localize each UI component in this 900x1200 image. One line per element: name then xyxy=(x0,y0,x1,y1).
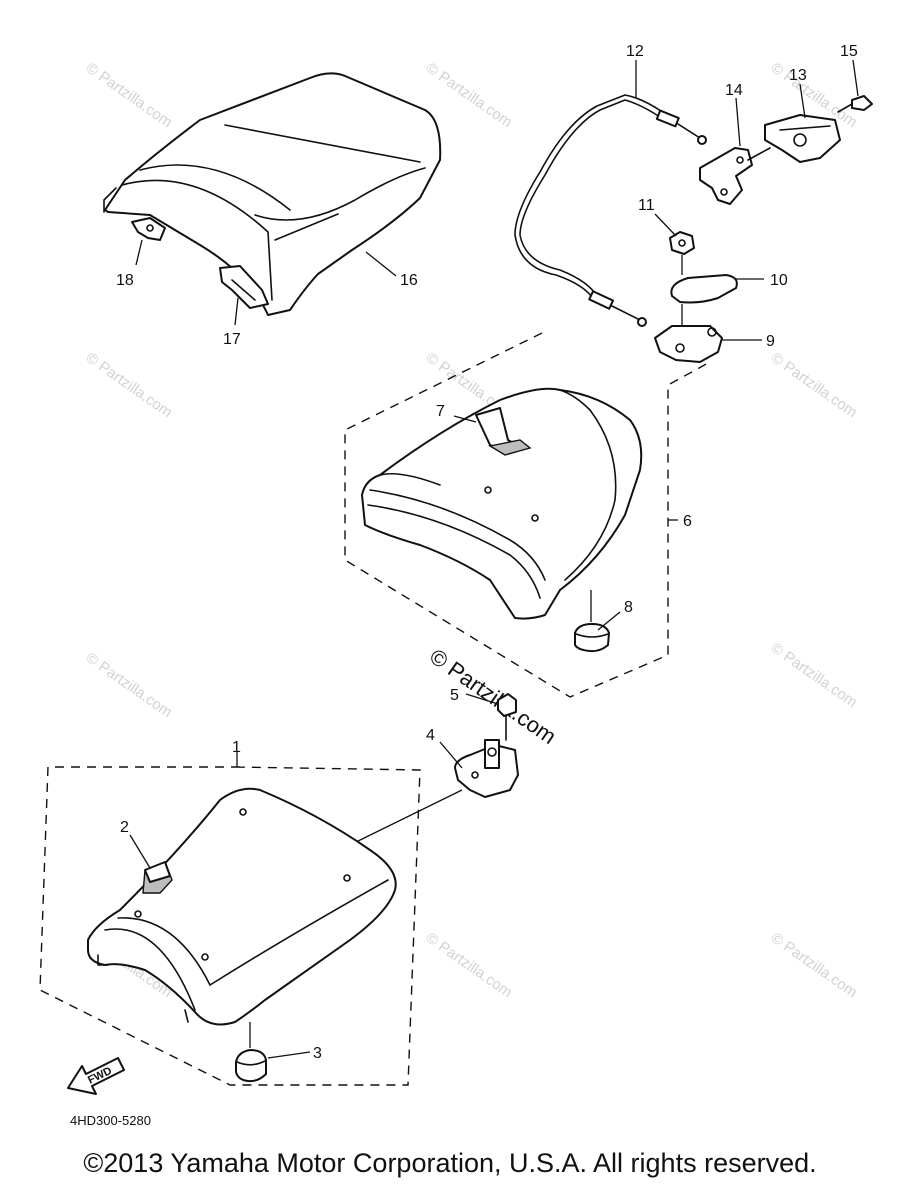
callout-8: 8 xyxy=(624,599,633,616)
strap-2 xyxy=(142,861,173,894)
callout-15: 15 xyxy=(840,43,858,60)
group-outline-6 xyxy=(344,332,711,698)
damper-3 xyxy=(235,1022,267,1083)
bolt-5 xyxy=(497,693,517,741)
main-seat-6 xyxy=(361,387,643,620)
watermark: © Partzilla.com xyxy=(768,929,861,1001)
watermark: © Partzilla.com xyxy=(83,649,176,721)
callout-4: 4 xyxy=(426,727,435,744)
callouts: 12 15 13 14 11 10 9 7 6 8 16 18 17 5 4 1… xyxy=(116,43,858,1062)
lock-lever-14 xyxy=(699,147,753,205)
callout-3: 3 xyxy=(313,1045,322,1062)
cable-12 xyxy=(514,94,707,327)
callout-2: 2 xyxy=(120,819,129,836)
watermark-center: © Partzilla.com xyxy=(425,644,561,750)
watermark: © Partzilla.com xyxy=(768,639,861,711)
hinge-4 xyxy=(454,739,519,798)
callout-1: 1 xyxy=(232,739,241,756)
group-outline-1 xyxy=(39,766,421,1086)
watermark: © Partzilla.com xyxy=(423,929,516,1001)
callout-13: 13 xyxy=(789,67,807,84)
strap-7 xyxy=(475,407,532,456)
callout-5: 5 xyxy=(450,687,459,704)
callout-16: 16 xyxy=(400,272,418,289)
forward-arrow-icon: FWD xyxy=(67,1057,125,1095)
callout-12: 12 xyxy=(626,43,644,60)
callout-6: 6 xyxy=(683,513,692,530)
callout-11: 11 xyxy=(638,197,655,214)
watermark: © Partzilla.com xyxy=(423,59,516,131)
callout-9: 9 xyxy=(766,333,775,350)
bracket-18 xyxy=(131,217,166,241)
callout-10: 10 xyxy=(770,272,788,289)
watermark: © Partzilla.com xyxy=(83,59,176,131)
front-seat-1 xyxy=(87,787,397,1026)
diagram-code: 4HD300-5280 xyxy=(70,1113,151,1128)
copyright-notice: ©2013 Yamaha Motor Corporation, U.S.A. A… xyxy=(83,1148,817,1178)
hook-bracket-9 xyxy=(654,304,723,363)
lock-assembly-13 xyxy=(747,114,841,163)
callout-17: 17 xyxy=(223,331,241,348)
leader-lines xyxy=(129,59,859,1059)
leader-line xyxy=(349,789,463,846)
fwd-label: FWD xyxy=(86,1065,114,1087)
callout-18: 18 xyxy=(116,272,134,289)
callout-14: 14 xyxy=(725,82,743,99)
watermark: © Partzilla.com xyxy=(768,349,861,421)
plate-10 xyxy=(670,255,738,304)
bolt-15 xyxy=(837,95,873,113)
damper-8 xyxy=(574,590,610,653)
watermark: © Partzilla.com xyxy=(83,349,176,421)
nut-11 xyxy=(669,231,695,255)
bracket-17 xyxy=(219,265,269,309)
callout-7: 7 xyxy=(436,403,445,420)
